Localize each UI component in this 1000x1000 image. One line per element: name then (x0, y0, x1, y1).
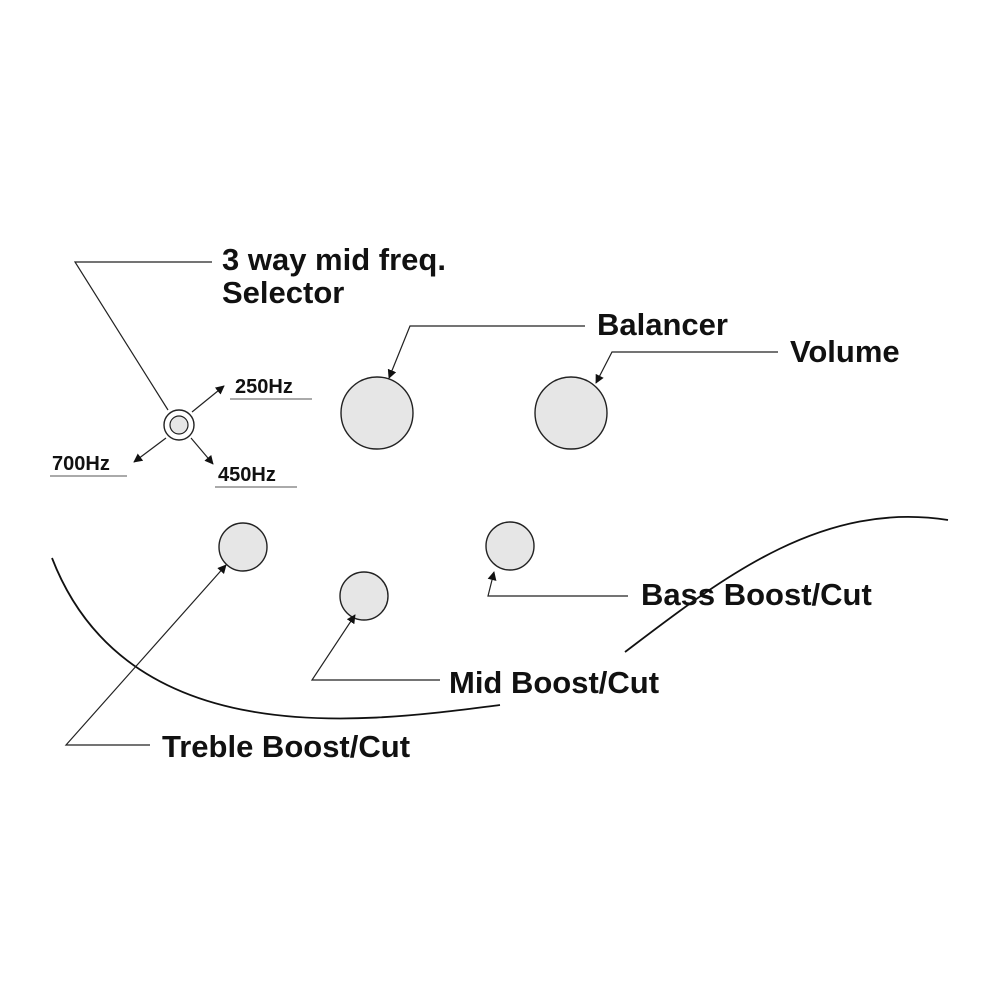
volume-leader-line (595, 351, 778, 384)
selector-label-line1: 3 way mid freq. (222, 242, 446, 277)
arrow-700hz (133, 437, 167, 463)
hz250-label: 250Hz (235, 376, 293, 398)
hz450-label: 450Hz (218, 464, 276, 486)
selector-leader-line (73, 261, 212, 411)
balancer-knob[interactable] (340, 376, 414, 450)
hz700-label: 700Hz (52, 453, 110, 475)
bass-label: Bass Boost/Cut (641, 577, 872, 612)
treble-knob[interactable] (218, 522, 268, 572)
balancer-leader-line (387, 325, 585, 379)
selector-label-line2: Selector (222, 275, 344, 310)
arrow-250hz (191, 385, 225, 413)
bass-knob[interactable] (485, 521, 535, 571)
arrow-450hz (190, 437, 214, 465)
treble-leader-line (64, 564, 227, 746)
mid-leader-line (310, 614, 440, 681)
balancer-label: Balancer (597, 307, 728, 342)
mid-label: Mid Boost/Cut (449, 665, 659, 700)
body-contour-line (51, 557, 501, 720)
volume-knob[interactable] (534, 376, 608, 450)
volume-label: Volume (790, 334, 900, 369)
body-contour-upper-line (624, 515, 949, 653)
mid-knob[interactable] (339, 571, 389, 621)
bass-leader-line (487, 571, 628, 597)
selector-switch-inner (169, 415, 189, 435)
treble-label: Treble Boost/Cut (162, 729, 410, 764)
